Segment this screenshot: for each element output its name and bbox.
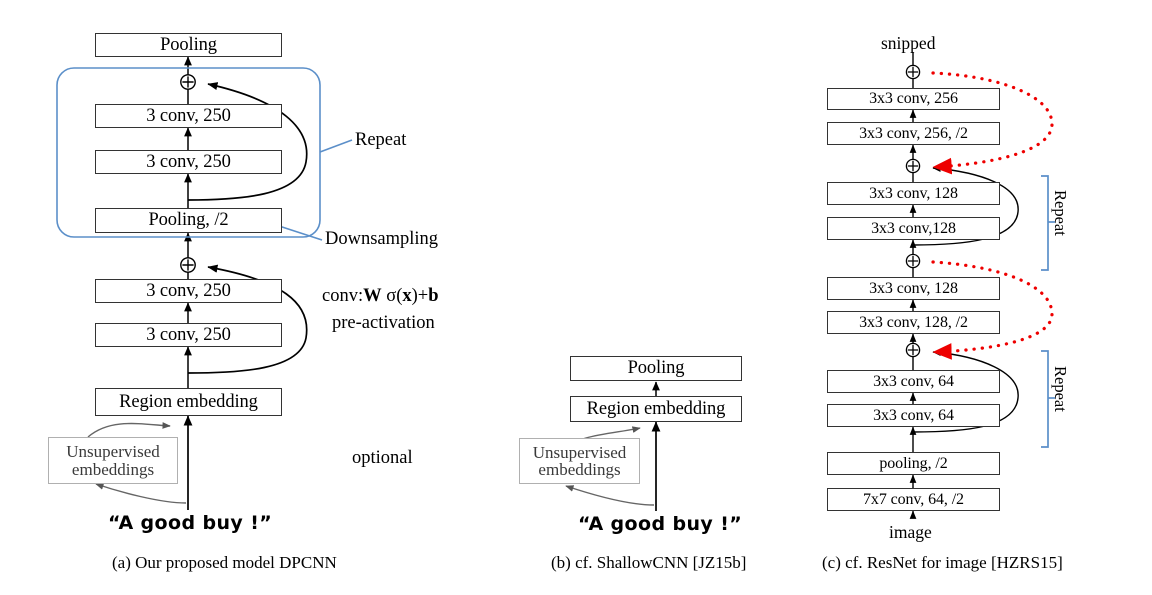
panel-c-repeat-label-lower: Repeat <box>1051 366 1070 412</box>
panel-a-optional-label: optional <box>352 448 413 468</box>
panel-c-block-conv128-b[interactable]: 3x3 conv,128 <box>827 217 1000 240</box>
panel-c-block-conv64-a[interactable]: 3x3 conv, 64 <box>827 370 1000 393</box>
panel-c-repeat-label-upper: Repeat <box>1051 190 1070 236</box>
panel-a-repeat-label: Repeat <box>355 130 407 150</box>
panel-a-input-quote: “A good buy !” <box>108 512 273 534</box>
panel-a-unsupervised-embeddings-box[interactable]: Unsupervised embeddings <box>48 437 178 484</box>
panel-a-block-conv-4[interactable]: 3 conv, 250 <box>95 323 282 347</box>
panel-b-input-quote: “A good buy !” <box>578 513 743 535</box>
panel-c-block-conv64-b[interactable]: 3x3 conv, 64 <box>827 404 1000 427</box>
panel-b-unsupervised-embeddings-box[interactable]: Unsupervised embeddings <box>519 438 640 484</box>
panel-a-block-conv-2[interactable]: 3 conv, 250 <box>95 150 282 174</box>
panel-a-block-label: Pooling <box>160 34 217 55</box>
panel-c-block-label: 3x3 conv, 256, /2 <box>859 124 968 142</box>
panel-a-block-pooling[interactable]: Pooling <box>95 33 282 57</box>
panel-c-block-label: 3x3 conv, 64 <box>873 372 954 390</box>
unsupervised-line-1: Unsupervised <box>532 442 627 462</box>
panel-c-bottom-label: image <box>889 522 932 542</box>
panel-a-caption: (a) Our proposed model DPCNN <box>112 553 337 572</box>
panel-c-block-label: 3x3 conv, 128 <box>869 184 958 202</box>
panel-c-block-pooling-half[interactable]: pooling, /2 <box>827 452 1000 475</box>
panel-b-block-label: Pooling <box>627 358 685 378</box>
panel-a-block-label: Pooling, /2 <box>148 210 229 230</box>
panel-b-block-label: Region embedding <box>586 398 726 419</box>
panel-a-block-region-embedding[interactable]: Region embedding <box>95 388 282 416</box>
panel-c-block-conv256[interactable]: 3x3 conv, 256 <box>827 88 1000 110</box>
panel-c-caption: (c) cf. ResNet for image [HZRS15] <box>822 553 1063 572</box>
panel-c-block-label: 7x7 conv, 64, /2 <box>863 490 964 508</box>
panel-c-block-label: 3x3 conv, 64 <box>873 406 954 424</box>
panel-c-block-label: 3x3 conv, 128 <box>869 279 958 297</box>
unsupervised-line-2: embeddings <box>538 460 621 479</box>
panel-c-block-label: 3x3 conv, 256 <box>869 90 958 107</box>
panel-a-block-pooling-half[interactable]: Pooling, /2 <box>95 208 282 233</box>
panel-a-block-label: Region embedding <box>119 391 258 412</box>
panel-c-block-conv7x7[interactable]: 7x7 conv, 64, /2 <box>827 488 1000 511</box>
panel-c-block-conv128-a[interactable]: 3x3 conv, 128 <box>827 182 1000 205</box>
unsupervised-line-2: embeddings <box>71 459 155 479</box>
panel-c-block-conv128-c[interactable]: 3x3 conv, 128 <box>827 277 1000 300</box>
panel-a-conv-formula-line2: pre-activation <box>332 313 435 333</box>
panel-c-block-label: 3x3 conv,128 <box>871 219 956 237</box>
panel-a-downsampling-label: Downsampling <box>325 229 439 249</box>
panel-a-block-label: 3 conv, 250 <box>146 151 231 172</box>
panel-c-block-label: 3x3 conv, 128, /2 <box>859 313 968 331</box>
unsupervised-line-1: Unsupervised <box>66 442 160 462</box>
panel-a-block-conv-1[interactable]: 3 conv, 250 <box>95 104 282 128</box>
panel-b-block-pooling[interactable]: Pooling <box>570 356 742 381</box>
panel-c-block-conv256-stride2[interactable]: 3x3 conv, 256, /2 <box>827 122 1000 145</box>
panel-a-block-conv-3[interactable]: 3 conv, 250 <box>95 279 282 303</box>
panel-c-block-label: pooling, /2 <box>879 454 948 472</box>
panel-a-block-label: 3 conv, 250 <box>146 280 231 301</box>
panel-a-block-label: 3 conv, 250 <box>146 105 231 126</box>
panel-c-top-label: snipped <box>881 33 936 53</box>
panel-b-block-region-embedding[interactable]: Region embedding <box>570 396 742 422</box>
panel-a-conv-formula-line1: conv:W σ(x)+b <box>322 285 439 308</box>
panel-c-block-conv128-stride2[interactable]: 3x3 conv, 128, /2 <box>827 311 1000 334</box>
conv-formula-text: conv:W σ(x)+b <box>322 286 439 306</box>
panel-a-block-label: 3 conv, 250 <box>146 324 231 345</box>
panel-b-caption: (b) cf. ShallowCNN [JZ15b] <box>551 553 747 572</box>
